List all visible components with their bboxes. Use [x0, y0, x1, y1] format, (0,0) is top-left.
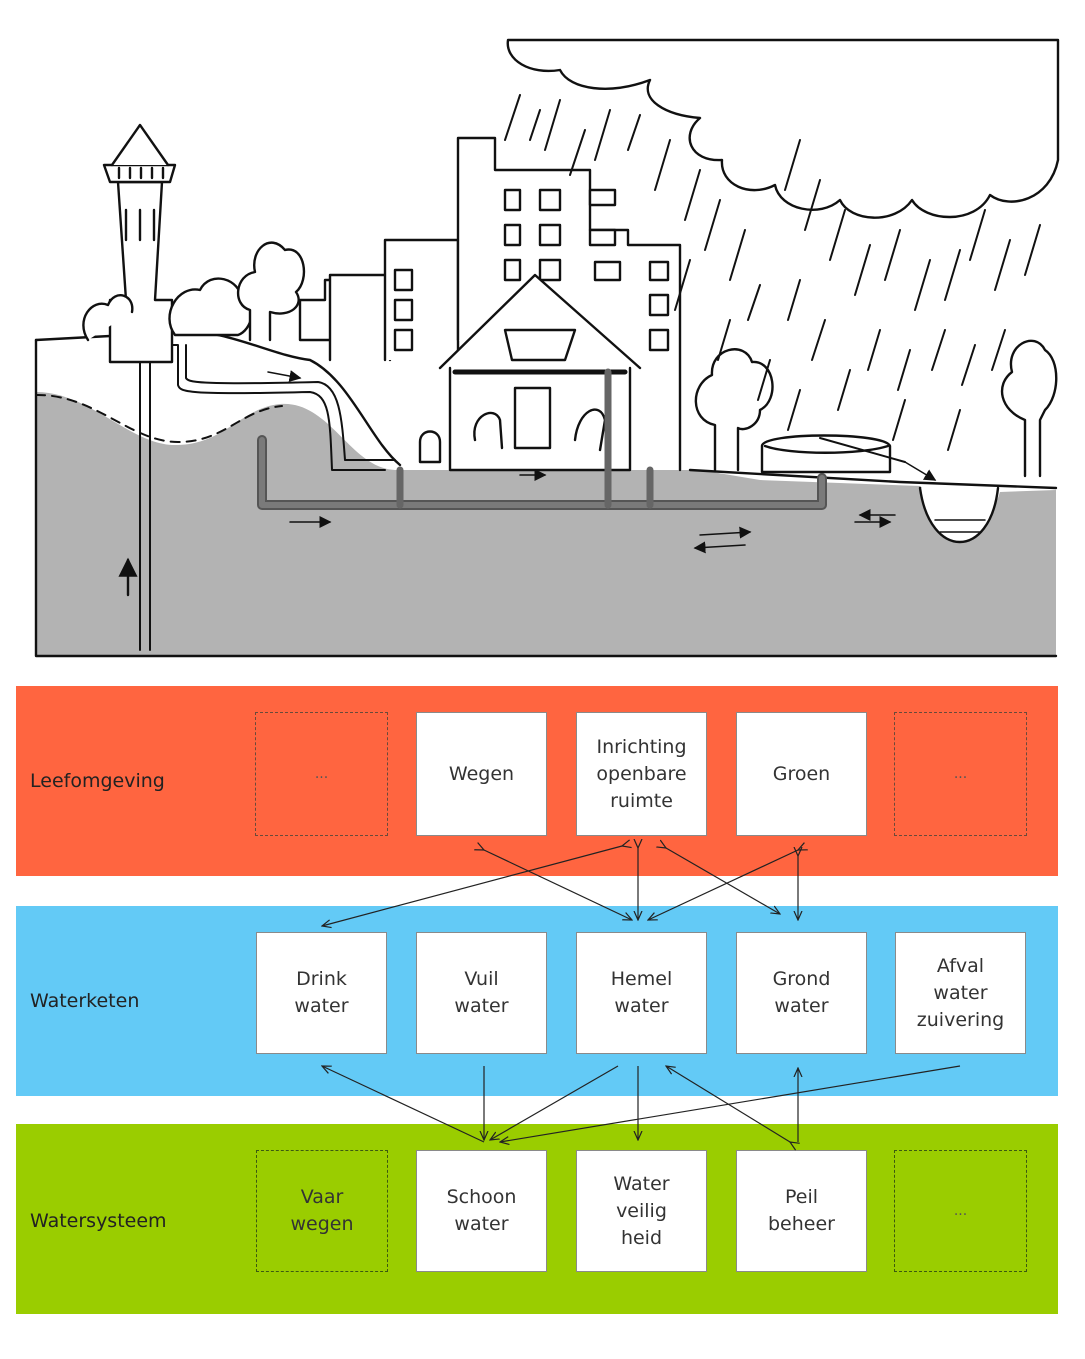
box-schoon-water: Schoon water: [416, 1150, 547, 1272]
box-text: Groen: [772, 762, 831, 785]
box-hemel-water: Hemel water: [576, 932, 707, 1054]
box-water-veilig-heid: Water veilig heid: [576, 1150, 707, 1272]
rain-lines: [504, 94, 1041, 451]
box-text: Afval water zuivering: [916, 954, 1005, 1031]
box-grond-water: Grond water: [736, 932, 867, 1054]
box-text: ...: [953, 1202, 968, 1219]
box-leef-dots-right: ...: [894, 712, 1027, 836]
box-text: Wegen: [448, 762, 515, 785]
urban-water-illustration: [34, 38, 1060, 658]
box-text: Drink water: [294, 968, 349, 1017]
canal: [918, 486, 1000, 543]
box-text: Grond water: [772, 968, 831, 1017]
box-drink-water: Drink water: [256, 932, 387, 1054]
groundwater-line: [35, 393, 283, 443]
box-vaar-wegen: Vaar wegen: [256, 1150, 388, 1272]
box-text: ...: [314, 765, 329, 782]
box-text: ...: [953, 765, 968, 782]
treatment-basin-icon: [760, 434, 937, 481]
box-text: Schoon water: [446, 1186, 517, 1235]
tree-icons: [82, 241, 1058, 478]
box-text: Vaar wegen: [290, 1186, 354, 1235]
sewer-pipes: [171, 344, 896, 554]
box-text: Vuil water: [454, 968, 509, 1017]
box-wegen: Wegen: [416, 712, 547, 836]
box-text: Peil beheer: [768, 1186, 835, 1235]
band-label-waterketen: Waterketen: [30, 990, 140, 1012]
box-peil-beheer: Peil beheer: [736, 1150, 867, 1272]
box-text: Hemel water: [610, 968, 673, 1017]
band-label-leefomgeving: Leefomgeving: [30, 770, 165, 792]
box-sys-dots-right: ...: [894, 1150, 1027, 1272]
cloud-icon: [506, 38, 1060, 219]
box-vuil-water: Vuil water: [416, 932, 547, 1054]
box-text: Inrichting openbare ruimte: [596, 735, 687, 812]
water-tower-icon: [102, 123, 177, 651]
ground-soil: [36, 392, 1056, 656]
box-afval-water-zuivering: Afval water zuivering: [895, 932, 1026, 1054]
box-groen: Groen: [736, 712, 867, 836]
band-label-watersysteem: Watersysteem: [30, 1210, 167, 1232]
box-leef-dots-left: ...: [255, 712, 388, 836]
box-text: Water veilig heid: [613, 1172, 670, 1249]
box-inrichting-openbare-ruimte: Inrichting openbare ruimte: [576, 712, 707, 836]
house-icon: [418, 273, 642, 472]
